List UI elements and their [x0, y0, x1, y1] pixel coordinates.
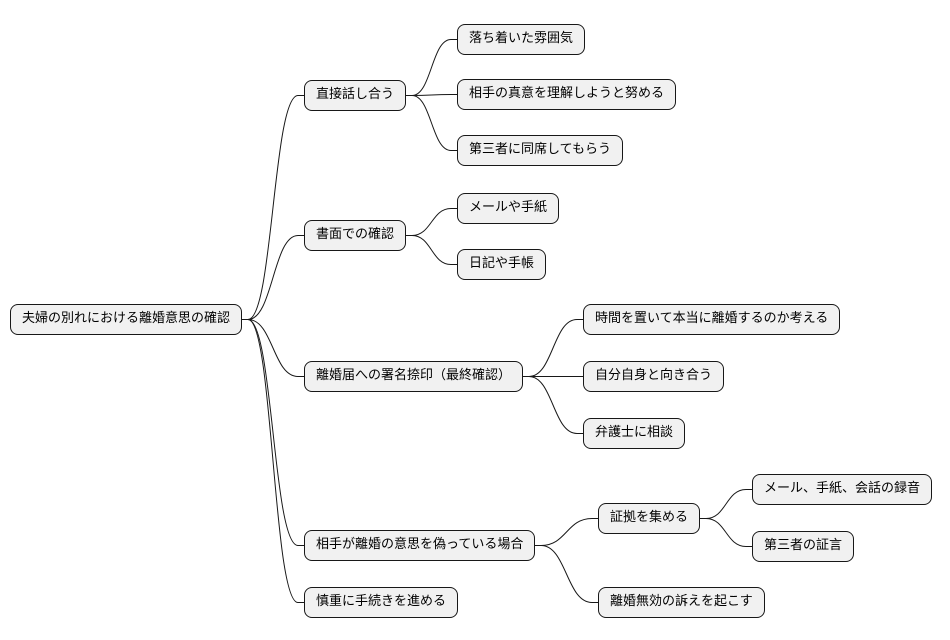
- edge-branch-direct-talk-to-leaf-third-party-present: [406, 95, 457, 151]
- leaf-third-party-testimony: 第三者の証言: [752, 531, 855, 562]
- edge-sub-branch-collect-evidence-to-leaf-third-party-testimony: [700, 518, 752, 547]
- branch-proceed-carefully: 慎重に手続きを進める: [304, 587, 459, 618]
- leaf-mail-letter: メールや手紙: [457, 193, 560, 224]
- branch-divorce-form-signing: 離婚届への署名捺印（最終確認）: [304, 361, 524, 392]
- edge-branch-divorce-form-signing-to-leaf-take-time-to-think: [523, 319, 583, 377]
- leaf-face-yourself: 自分自身と向き合う: [583, 361, 725, 392]
- root-node: 夫婦の別れにおける離婚意思の確認: [10, 304, 243, 335]
- edge-sub-branch-collect-evidence-to-leaf-recordings: [700, 489, 752, 519]
- edge-branch-direct-talk-to-leaf-calm-atmosphere: [406, 39, 457, 96]
- leaf-take-time-to-think: 時間を置いて本当に離婚するのか考える: [583, 304, 841, 335]
- leaf-file-nullity-suit: 離婚無効の訴えを起こす: [598, 587, 765, 618]
- branch-partner-faking-intent: 相手が離婚の意思を偽っている場合: [304, 530, 536, 561]
- edge-root-node-to-branch-divorce-form-signing: [242, 319, 304, 377]
- edge-root-node-to-branch-direct-talk: [242, 95, 304, 320]
- edge-branch-partner-faking-intent-to-sub-branch-collect-evidence: [535, 518, 598, 546]
- leaf-consult-lawyer: 弁護士に相談: [583, 418, 686, 449]
- branch-direct-talk: 直接話し合う: [304, 80, 407, 111]
- edge-branch-partner-faking-intent-to-leaf-file-nullity-suit: [535, 545, 598, 603]
- leaf-diary-notebook: 日記や手帳: [457, 249, 547, 280]
- leaf-recordings: メール、手紙、会話の録音: [752, 474, 933, 505]
- edge-branch-divorce-form-signing-to-leaf-consult-lawyer: [523, 376, 583, 434]
- edge-branch-written-confirmation-to-leaf-mail-letter: [406, 208, 457, 236]
- edge-root-node-to-branch-written-confirmation: [242, 235, 304, 320]
- edge-root-node-to-branch-partner-faking-intent: [242, 319, 304, 546]
- edge-root-node-to-branch-proceed-carefully: [242, 319, 304, 603]
- leaf-calm-atmosphere: 落ち着いた雰囲気: [457, 24, 586, 55]
- leaf-understand-partner: 相手の真意を理解しようと努める: [457, 79, 677, 110]
- leaf-third-party-present: 第三者に同席してもらう: [457, 135, 623, 166]
- edge-branch-written-confirmation-to-leaf-diary-notebook: [406, 235, 457, 265]
- sub-branch-collect-evidence: 証拠を集める: [598, 503, 701, 534]
- branch-written-confirmation: 書面での確認: [304, 220, 407, 251]
